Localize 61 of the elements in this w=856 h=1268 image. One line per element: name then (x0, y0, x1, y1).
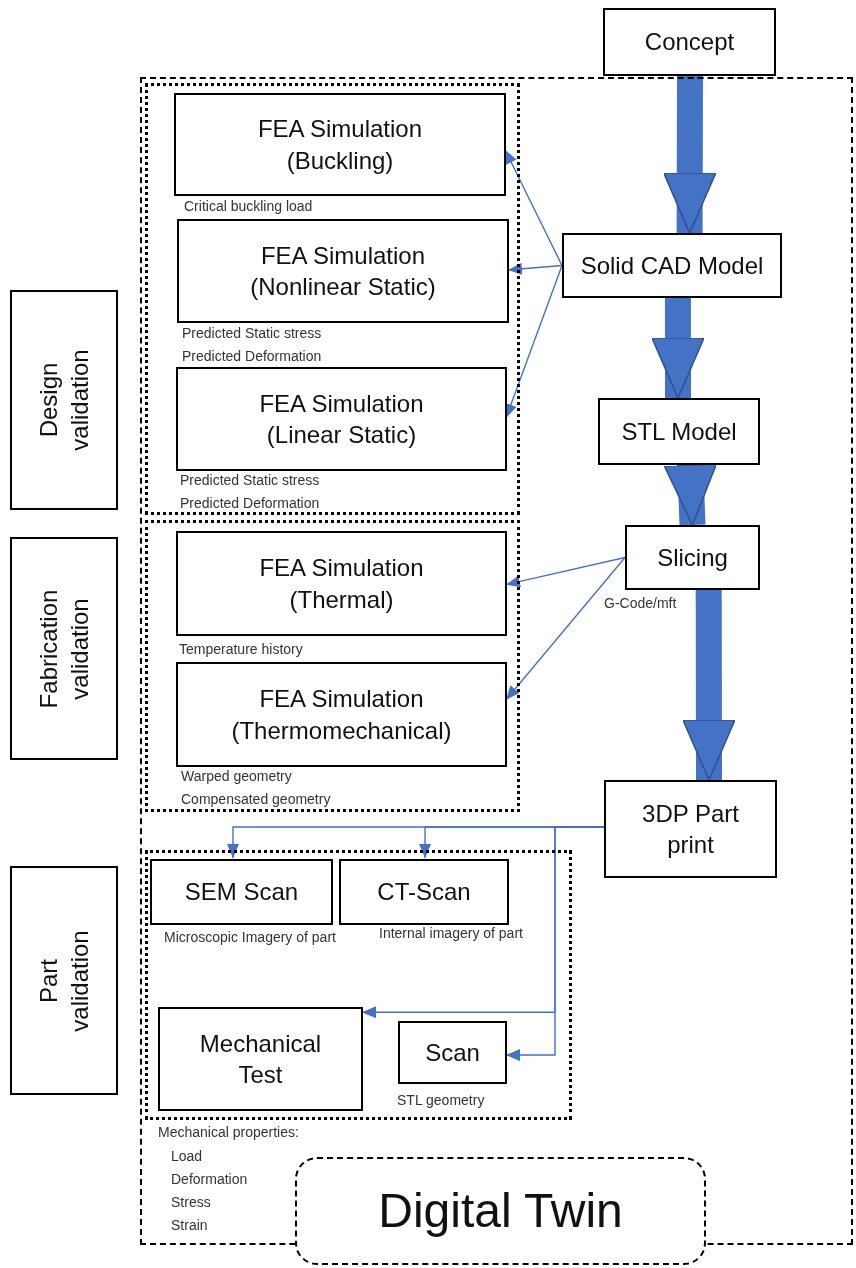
section-label-box (10, 290, 118, 510)
box-label: FEA Simulation (Thermal) (258, 553, 425, 615)
box-title: Digital Twin (378, 1182, 623, 1239)
section-label-box (10, 537, 118, 760)
output-note: Stress (171, 1195, 211, 1211)
block-arrow (663, 75, 717, 234)
output-note: Compensated geometry (181, 792, 331, 808)
box-label: Slicing (657, 542, 728, 573)
box-label: FEA Simulation (Buckling) (256, 114, 424, 176)
output-note: Deformation (171, 1172, 248, 1188)
output-note: G-Code/mft (604, 596, 677, 612)
process-box (598, 398, 760, 465)
block-arrow (651, 298, 705, 399)
process-box (176, 367, 507, 471)
box-label: Scan (425, 1037, 480, 1068)
process-box (625, 525, 760, 590)
section-label: Design validation (33, 348, 94, 453)
output-note: STL geometry (397, 1093, 485, 1109)
process-box (174, 93, 506, 196)
output-note: Critical buckling load (184, 199, 313, 215)
output-note: Internal imagery of part (379, 926, 523, 942)
output-note: Predicted Deformation (182, 349, 322, 365)
box-label: STL Model (621, 416, 737, 447)
box-label: SEM Scan (184, 877, 299, 908)
process-box (158, 1007, 363, 1111)
box-label: Solid CAD Model (580, 250, 764, 281)
box-label: 3DP Part print (641, 798, 740, 860)
output-note: Strain (171, 1218, 208, 1234)
output-note: Mechanical properties: (158, 1125, 299, 1141)
process-box (176, 662, 507, 767)
box-label: CT-Scan (377, 877, 471, 908)
process-box (603, 8, 776, 76)
dotted-group-frame (145, 83, 520, 515)
output-note: Predicted Static stress (182, 326, 322, 342)
box-label: Mechanical Test (198, 1028, 323, 1090)
process-box (177, 219, 509, 323)
box-label: Concept (644, 27, 735, 58)
output-note: Microscopic Imagery of part (164, 930, 336, 946)
process-box (398, 1021, 507, 1084)
dashed-region (140, 77, 853, 1245)
output-note: Predicted Static stress (180, 473, 320, 489)
digital-twin-box (295, 1157, 706, 1265)
dotted-group-frame (145, 520, 520, 812)
process-box (604, 780, 777, 878)
process-box (562, 233, 782, 298)
dotted-group-frame (145, 850, 572, 1120)
block-arrow (663, 463, 718, 526)
output-note: Predicted Deformation (180, 496, 320, 512)
section-label: Fabrication validation (33, 588, 94, 710)
box-label: FEA Simulation (Thermomechanical) (230, 684, 453, 746)
box-label: FEA Simulation (Linear Static) (258, 388, 425, 450)
box-label: FEA Simulation (Nonlinear Static) (249, 240, 437, 302)
block-arrow (682, 590, 736, 781)
output-note: Warped geometry (181, 769, 292, 785)
output-note: Temperature history (179, 642, 303, 658)
process-box (176, 531, 507, 636)
process-box (339, 859, 509, 925)
process-box (150, 859, 333, 925)
section-label-box (10, 866, 118, 1095)
output-note: Load (171, 1149, 203, 1165)
section-label: Part validation (33, 928, 94, 1034)
